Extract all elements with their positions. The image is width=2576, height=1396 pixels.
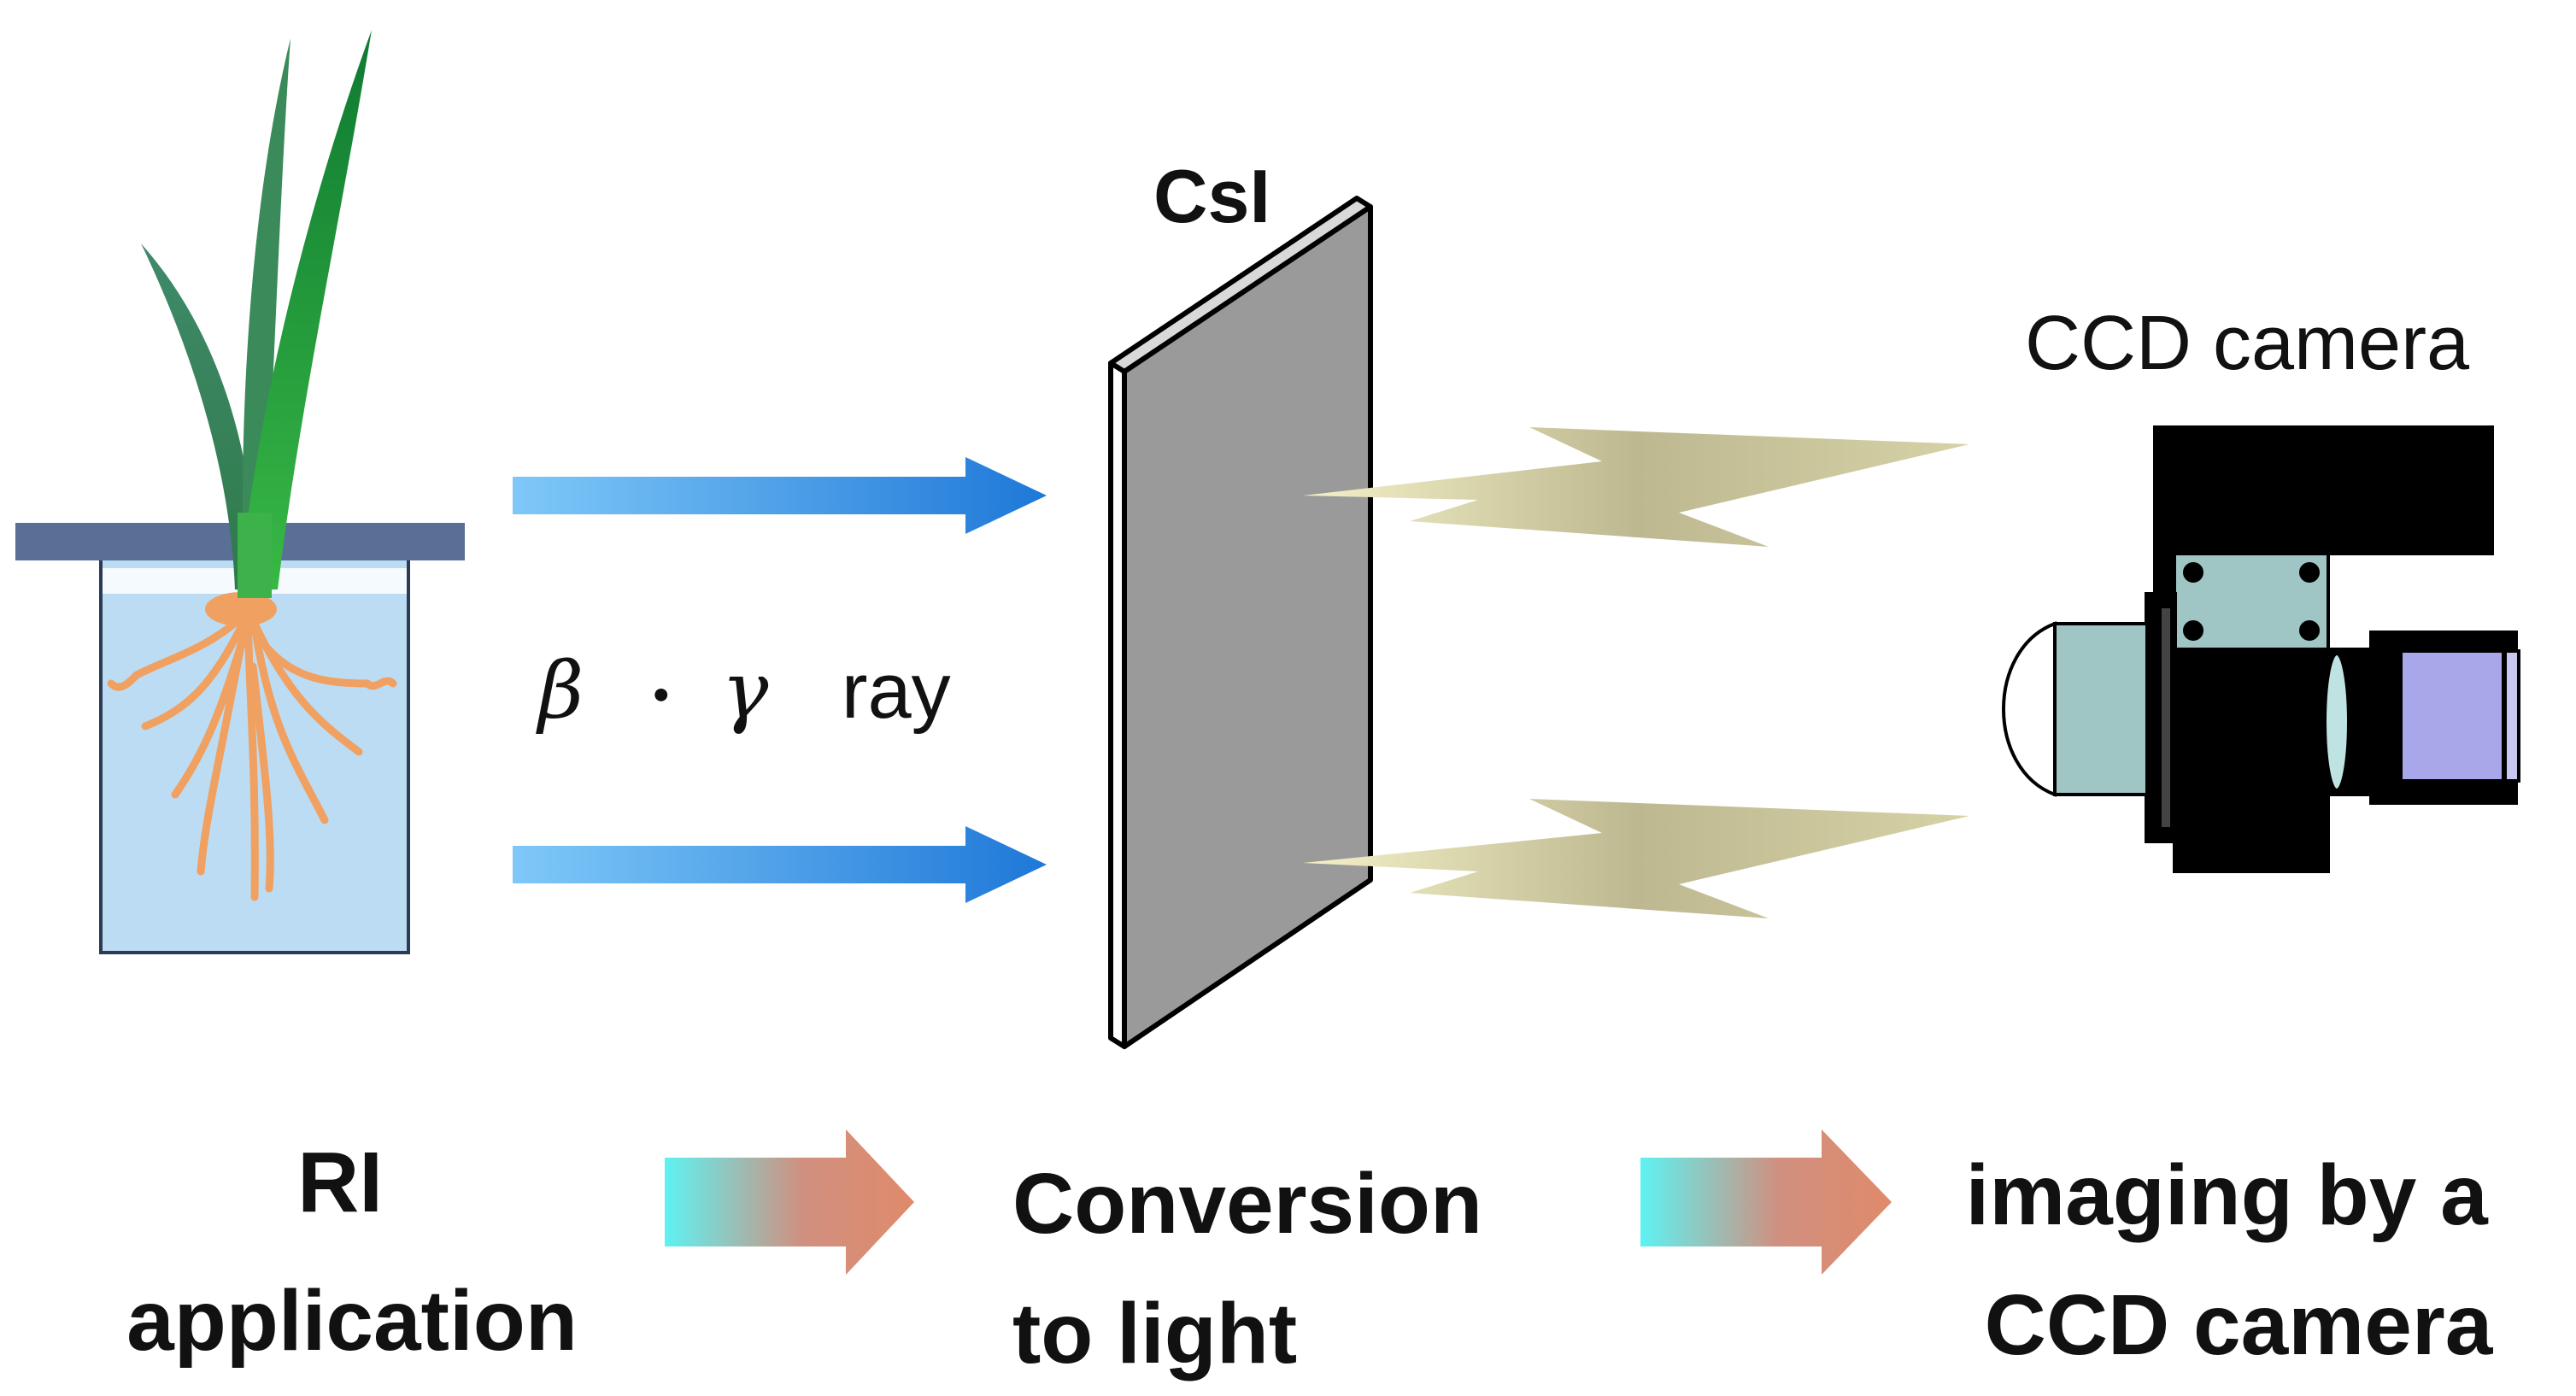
step-arrow-1 [665, 1129, 914, 1275]
leaf-right [239, 30, 372, 589]
ccd-camera-illustration [2002, 425, 2520, 873]
plant-container-illustration [15, 30, 465, 954]
light-bolt-bottom [1303, 799, 1969, 918]
camera-body [2173, 648, 2330, 873]
stem [238, 513, 272, 598]
csi-label: CsI [1153, 154, 1270, 238]
step-conversion-to-light: Conversion to light [1012, 1156, 1506, 1381]
seed [205, 592, 277, 626]
camera-rear-dome [2002, 621, 2057, 797]
ray-arrow-top [513, 457, 1047, 534]
step-imaging-by-ccd: imaging by a CCD camera [1965, 1147, 2511, 1373]
camera-rear-block [2053, 622, 2149, 796]
step-arrow-2 [1640, 1129, 1892, 1275]
ray-arrow-bottom [513, 826, 1047, 903]
camera-label: CCD camera [2025, 301, 2470, 386]
light-emission [1303, 427, 1969, 918]
leaf-middle [242, 38, 290, 589]
roots [107, 611, 397, 901]
lens-glass [2323, 652, 2350, 792]
lens-body [2399, 649, 2505, 783]
leaf-left [141, 243, 256, 589]
light-bolt-top [1303, 427, 1969, 547]
ray-label: β ・ γ ray [536, 645, 951, 736]
ray-arrows [513, 457, 1047, 903]
process-steps: RI application Conversion to light imagi… [126, 1129, 2511, 1381]
step-ri-application: RI application [126, 1135, 578, 1369]
csi-scintillator-plate [1108, 196, 1373, 1049]
